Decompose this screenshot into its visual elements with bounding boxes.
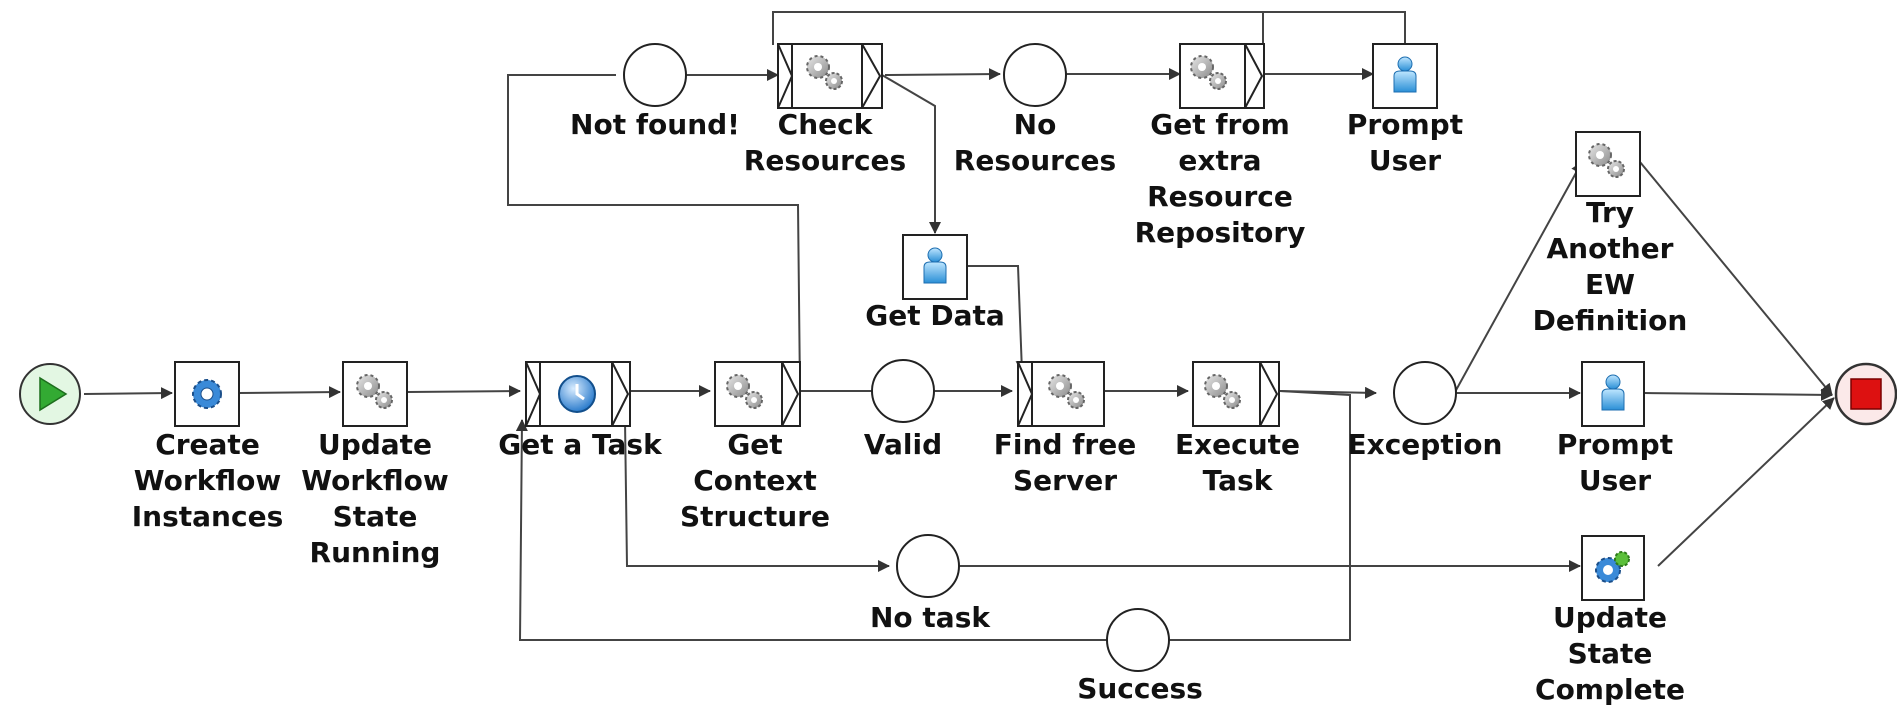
edge-gettask-notask xyxy=(624,419,890,572)
edge-create-update xyxy=(238,386,341,399)
gears-icon xyxy=(1588,143,1625,178)
edge-start-create xyxy=(83,387,173,400)
edge-context-notfound xyxy=(507,74,801,392)
end-event[interactable] xyxy=(1834,362,1897,426)
task-check-resources[interactable] xyxy=(777,43,883,109)
edge-prompt-end xyxy=(1643,388,1833,401)
gears-icon xyxy=(726,374,763,409)
task-execute-task[interactable] xyxy=(1192,361,1280,427)
gears-icon xyxy=(356,374,393,409)
gears-icon xyxy=(806,55,843,90)
task-get-from-extra-resource-repository[interactable] xyxy=(1179,43,1265,109)
label-prompt-user-mid: Prompt User xyxy=(1556,428,1674,497)
label-get-from-extra-resource-repository: Get from extra Resource Repository xyxy=(1134,108,1306,249)
edge-complete-end xyxy=(1657,397,1835,567)
connector-lines xyxy=(83,11,1835,641)
label-no-task: No task xyxy=(870,601,990,634)
task-update-state-complete[interactable] xyxy=(1581,535,1645,601)
task-prompt-user-mid[interactable] xyxy=(1581,361,1645,427)
event-no-resources[interactable] xyxy=(1003,43,1067,107)
event-success[interactable] xyxy=(1106,608,1170,672)
label-valid: Valid xyxy=(863,428,943,461)
edge-check-noresources xyxy=(884,68,1001,81)
event-valid[interactable] xyxy=(871,359,935,423)
clock-icon xyxy=(558,375,596,413)
label-update-workflow-state-running: Update Workflow State Running xyxy=(301,428,449,569)
gears-icon xyxy=(1204,374,1241,409)
edge-execute-success xyxy=(1168,390,1351,641)
user-icon xyxy=(923,247,947,284)
label-get-context-structure: Get Context Structure xyxy=(679,428,830,533)
user-icon xyxy=(1393,56,1417,93)
user-icon xyxy=(1601,374,1625,411)
label-update-state-complete: Update State Complete xyxy=(1535,601,1685,706)
edge-check-getdata xyxy=(881,74,941,234)
task-find-free-server[interactable] xyxy=(1017,361,1105,427)
gears-blue-icon xyxy=(192,379,222,409)
edge-exception-try xyxy=(1454,161,1583,393)
event-no-task[interactable] xyxy=(896,534,960,598)
label-get-data: Get Data xyxy=(865,299,1005,332)
label-execute-task: Execute Task xyxy=(1174,428,1301,497)
label-find-free-server: Find free Server xyxy=(993,428,1137,497)
start-event[interactable] xyxy=(19,363,81,425)
play-icon xyxy=(39,376,68,412)
edge-update-gettask xyxy=(407,385,521,398)
event-exception[interactable] xyxy=(1393,361,1457,425)
label-check-resources: Check Resources xyxy=(743,108,907,177)
edge-try-end xyxy=(1639,161,1833,396)
edge-prompt-loop xyxy=(772,11,1406,45)
label-exception: Exception xyxy=(1347,428,1503,461)
task-try-another-ew-definition[interactable] xyxy=(1575,131,1641,197)
stop-icon xyxy=(1850,378,1882,410)
label-prompt-user-top: Prompt User xyxy=(1346,108,1464,177)
task-update-workflow-state-running[interactable] xyxy=(342,361,408,427)
edge-getdata-find xyxy=(965,265,1028,373)
gears-green-icon xyxy=(1595,551,1630,583)
task-get-a-task[interactable] xyxy=(525,361,631,427)
task-get-data[interactable] xyxy=(902,234,968,300)
gears-icon xyxy=(1048,374,1085,409)
gears-icon xyxy=(1190,55,1227,90)
label-create-workflow-instances: Create Workflow Instances xyxy=(131,428,284,533)
event-not-found[interactable] xyxy=(623,43,687,107)
label-get-a-task: Get a Task xyxy=(498,428,662,461)
label-success: Success xyxy=(1077,672,1203,705)
label-no-resources: No Resources xyxy=(953,108,1117,177)
task-prompt-user-top[interactable] xyxy=(1372,43,1438,109)
task-create-workflow-instances[interactable] xyxy=(174,361,240,427)
label-try-another-ew-definition: Try Another EW Definition xyxy=(1532,196,1688,337)
task-get-context-structure[interactable] xyxy=(714,361,801,427)
edge-success-gettask xyxy=(515,419,1108,641)
label-not-found: Not found! xyxy=(570,108,740,141)
